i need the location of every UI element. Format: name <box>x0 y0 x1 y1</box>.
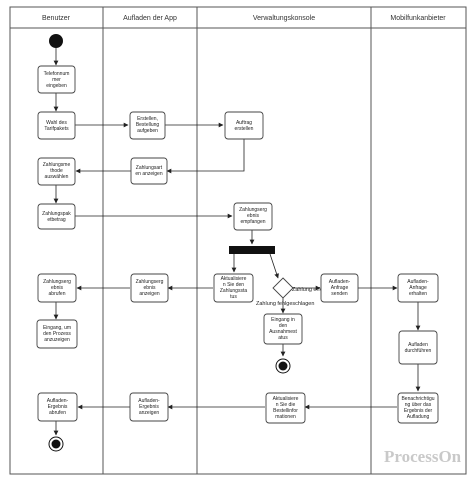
diagram-frame <box>9 6 467 475</box>
final-node <box>48 436 64 452</box>
edge <box>269 253 279 279</box>
lane-title-app: Aufladen der App <box>123 15 177 22</box>
lane-title-carrier: Mobilfunkanbieter <box>390 15 446 22</box>
final-node-exception <box>275 358 291 374</box>
processon-watermark: ProcessOn <box>384 447 462 466</box>
payment-decision <box>272 277 294 299</box>
fork-bar <box>229 246 275 254</box>
start-node <box>49 34 63 48</box>
guard-failure: Zahlung fehlgeschlagen <box>256 301 314 307</box>
lane-title-user: Benutzer <box>42 15 71 22</box>
edge <box>166 139 245 174</box>
lane-title-console: Verwaltungskonsole <box>253 15 315 22</box>
edges <box>53 48 421 436</box>
guard-success: Zahlung erfolg <box>292 287 327 293</box>
